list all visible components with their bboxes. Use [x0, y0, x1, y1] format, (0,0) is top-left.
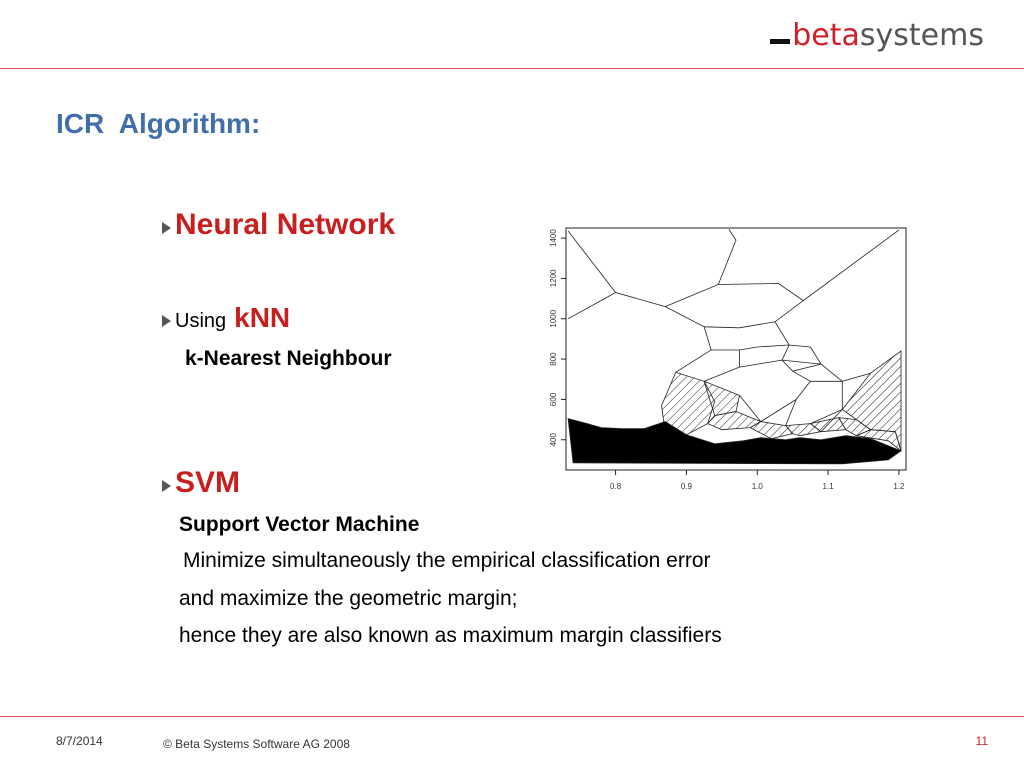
chart-boundary-7	[810, 346, 871, 382]
chart-boundary-11	[739, 359, 822, 368]
chart-region-hatch-8	[841, 350, 902, 451]
svm-description-line-2: and maximize the geometric margin;	[179, 587, 518, 610]
chart-y-tick-label: 800	[549, 352, 558, 366]
chart-x-tick-label: 1.2	[893, 482, 905, 491]
chart-boundary-0	[567, 230, 666, 307]
chart-region-hatch-4	[784, 423, 822, 437]
bullet-svm: SVM	[162, 466, 240, 500]
svm-description-line-1: Minimize simultaneously the empirical cl…	[183, 549, 711, 572]
slide-title: ICR Algorithm:	[56, 108, 261, 139]
footer-date: 8/7/2014	[56, 734, 103, 748]
chart-y-tick-label: 400	[549, 433, 558, 447]
logo-systems: systems	[859, 18, 984, 53]
header-divider	[0, 68, 1024, 69]
footer-copyright: © Beta Systems Software AG 2008	[163, 737, 350, 751]
chart-regions	[567, 350, 902, 465]
chart-boundary-12	[781, 344, 790, 361]
bullet-arrow-icon	[162, 480, 171, 492]
chart-plot-frame	[565, 227, 907, 471]
footer-page-number: 11	[975, 734, 988, 748]
logo-beta: beta	[792, 18, 860, 53]
bullet-knn: Using kNN	[162, 302, 290, 334]
chart-x-tick-label: 0.9	[681, 482, 693, 491]
chart-boundary-1	[567, 292, 616, 320]
chart-boundary-6	[774, 321, 811, 348]
chart-y-tick-label: 600	[549, 392, 558, 406]
chart-boundary-16	[785, 399, 797, 426]
chart-boundary-2	[665, 229, 737, 307]
footer-divider	[0, 716, 1024, 717]
bullet-neural-network: Neural Network	[162, 208, 395, 242]
bullet-arrow-icon	[162, 315, 171, 327]
chart-y-tick-label: 1000	[549, 309, 558, 327]
bullet-knn-prefix: Using	[175, 310, 227, 332]
chart-y-tick-label: 1200	[549, 269, 558, 287]
chart-boundary-15	[760, 381, 811, 422]
chart-x-tick-label: 1.0	[752, 482, 764, 491]
chart-x-ticks: 0.8 0.9 1.0 1.1 1.2	[610, 470, 905, 491]
chart-boundary-4	[665, 306, 712, 373]
chart-boundary-8	[810, 381, 843, 424]
chart-region-solid-9	[567, 418, 902, 465]
chart-y-tick-label: 1400	[549, 229, 558, 247]
chart-boundary-18	[820, 409, 843, 432]
chart-boundary-17	[739, 395, 762, 422]
chart-x-tick-label: 1.1	[823, 482, 835, 491]
knn-expansion: k-Nearest Neighbour	[185, 347, 392, 370]
chart-region-hatch-3	[749, 421, 794, 440]
knn-voronoi-chart: 0.8 0.9 1.0 1.1 1.2 400 600 800 1000 1200 1400	[549, 227, 907, 491]
bullet-svm-text: SVM	[175, 466, 241, 499]
chart-boundary-3	[718, 229, 900, 302]
bullet-knn-term: kNN	[234, 302, 291, 333]
chart-boundary-14	[792, 370, 843, 382]
chart-boundaries	[567, 229, 900, 432]
bullet-arrow-icon	[162, 222, 171, 234]
chart-boundary-5	[704, 300, 804, 329]
chart-y-ticks: 400 600 800 1000 1200 1400	[549, 229, 566, 447]
svm-description-line-3: hence they are also known as maximum mar…	[179, 624, 722, 647]
chart-boundary-10	[703, 350, 740, 382]
svm-expansion: Support Vector Machine	[179, 513, 420, 536]
beta-systems-logo: beta systems	[770, 18, 984, 53]
logo-bar-icon	[770, 39, 791, 44]
chart-boundary-9	[711, 344, 790, 351]
bullet-neural-network-text: Neural Network	[175, 208, 396, 241]
chart-x-tick-label: 0.8	[610, 482, 622, 491]
